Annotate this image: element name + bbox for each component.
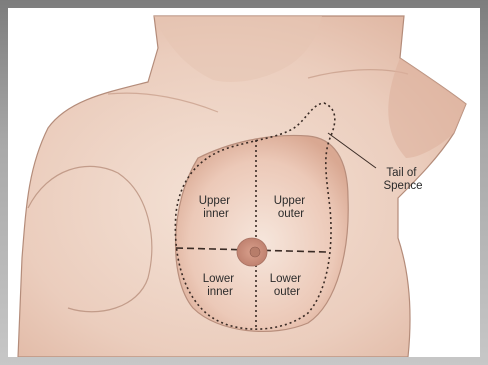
label-upper-outer: Upper outer [274,195,309,220]
label-lower-inner-line2: inner [207,286,233,298]
breast-quadrants-diagram: Upper inner Upper outer Lower inner Lowe… [8,8,480,357]
label-lower-inner-line1: Lower [203,273,234,285]
breast-shape [176,135,349,331]
nipple [250,247,260,257]
label-lower-outer-line2: outer [274,286,300,298]
label-lower-outer-line1: Lower [270,273,301,285]
label-upper-inner: Upper inner [199,195,234,220]
label-upper-outer-line2: outer [278,208,304,220]
label-tail-of-spence-line2: Spence [383,180,422,192]
label-tail-of-spence-line1: Tail of [386,167,417,179]
label-lower-outer: Lower outer [270,273,305,298]
label-upper-inner-line2: inner [203,208,229,220]
label-upper-outer-line1: Upper [274,195,305,207]
axilla-shadow [388,58,466,158]
label-lower-inner: Lower inner [203,273,238,298]
label-upper-inner-line1: Upper [199,195,230,207]
illustration-canvas: Upper inner Upper outer Lower inner Lowe… [8,8,480,357]
label-tail-of-spence: Tail of Spence [383,167,422,192]
